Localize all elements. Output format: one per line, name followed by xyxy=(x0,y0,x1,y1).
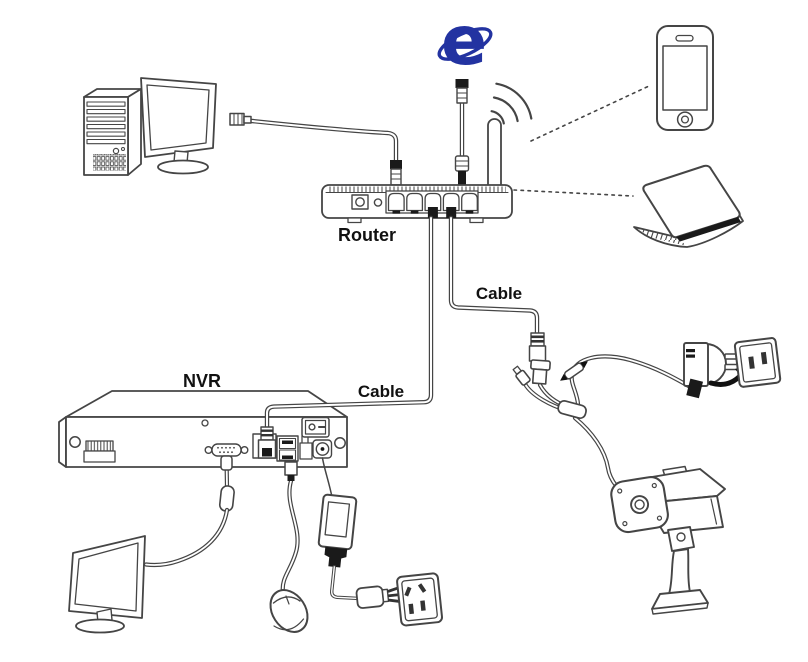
desktop-tower xyxy=(83,88,142,176)
nvr-screw-left xyxy=(69,436,81,448)
cable-label-camera: Cable xyxy=(476,284,522,303)
router-foot-left xyxy=(347,217,362,224)
mouse xyxy=(269,589,309,633)
vga-boot xyxy=(220,455,233,471)
phone-screen xyxy=(662,45,708,111)
internet-cable-cap xyxy=(455,79,469,88)
ie-orbit-ring xyxy=(437,27,493,61)
adapter-dc-connector xyxy=(324,546,348,568)
nvr-usb-ports xyxy=(276,435,299,462)
nvr-ethernet-plug xyxy=(257,426,277,459)
tower-power-button xyxy=(112,147,120,155)
internet-cable-tip xyxy=(458,171,466,185)
pigtail-aux-connector xyxy=(512,365,531,386)
dc-inline-coupler xyxy=(560,361,588,381)
vga-cable xyxy=(143,455,235,568)
router-lan-ports xyxy=(387,192,478,212)
plugged-cable-camera-port xyxy=(446,207,457,218)
camera-power-adapter xyxy=(683,342,748,399)
wall-outlet-bottom xyxy=(396,572,444,627)
nvr-power-switch xyxy=(301,416,330,438)
router-reset-button xyxy=(373,198,383,207)
wifi-signal-icon xyxy=(490,82,533,125)
laptop xyxy=(633,164,744,248)
camera-mount xyxy=(651,526,709,615)
pigtail-junction xyxy=(557,400,587,420)
plug-body xyxy=(355,585,385,609)
outlet-slots xyxy=(404,583,427,615)
nvr-power-cord xyxy=(321,457,333,498)
nvr-monitor-screen xyxy=(74,542,139,612)
router-vent xyxy=(328,186,506,192)
nvr-monitor-base xyxy=(75,618,125,634)
camera-back-plate xyxy=(610,476,669,534)
nvr-screw-right xyxy=(334,437,346,449)
router-foot-right xyxy=(469,217,484,224)
usb-plug xyxy=(284,461,298,476)
nvr-vga-port xyxy=(204,443,249,457)
cable-label-nvr: Cable xyxy=(358,382,404,401)
router-port-plug xyxy=(390,160,402,186)
power-plug xyxy=(355,585,405,609)
nvr-power-adapter xyxy=(317,493,358,601)
nvr: NVR xyxy=(58,371,348,468)
nvr-left-face xyxy=(58,416,67,468)
smartphone xyxy=(656,25,714,131)
tower-side xyxy=(127,88,142,176)
wifi-link-laptop xyxy=(513,189,634,197)
ie-logo-icon: e xyxy=(437,2,493,81)
pc-router-cable xyxy=(229,112,402,186)
nvr-label: NVR xyxy=(183,371,221,391)
router: Router xyxy=(321,118,513,245)
adapter-label-area xyxy=(324,501,351,538)
usb-mouse-cable xyxy=(280,461,300,595)
mouse-body xyxy=(269,589,309,633)
monitor-base xyxy=(157,159,209,175)
nvr-dc-jack xyxy=(312,439,333,459)
camera-mount-stem xyxy=(668,548,691,595)
adapter-cord-connector xyxy=(686,378,703,399)
bullet-camera xyxy=(610,465,726,615)
router-label: Router xyxy=(338,225,396,245)
monitor-screen xyxy=(146,84,210,151)
nvr-aux-jack xyxy=(299,434,313,460)
nvr-dip-block xyxy=(83,440,116,463)
desktop-monitor xyxy=(140,77,217,175)
pigtail-rj45-connection xyxy=(528,332,551,385)
wall-outlet-right xyxy=(733,337,782,388)
phone-speaker xyxy=(675,34,694,42)
camera-pigtail xyxy=(512,332,695,502)
router-nvr-cable: Cable xyxy=(257,215,434,459)
pc-cable-connector xyxy=(229,112,252,126)
router-camera-cable: Cable xyxy=(448,215,540,337)
vga-ferrite xyxy=(218,485,235,512)
wifi-link-phone xyxy=(530,85,650,142)
nvr-monitor xyxy=(68,535,146,634)
tower-vent-grid xyxy=(93,154,126,171)
laptop-keyboard xyxy=(637,227,687,246)
outlet-right-slots xyxy=(748,351,768,369)
laptop-hinge xyxy=(676,217,741,242)
internet-cable xyxy=(454,79,470,185)
plugged-cable-nvr-port xyxy=(427,207,438,218)
